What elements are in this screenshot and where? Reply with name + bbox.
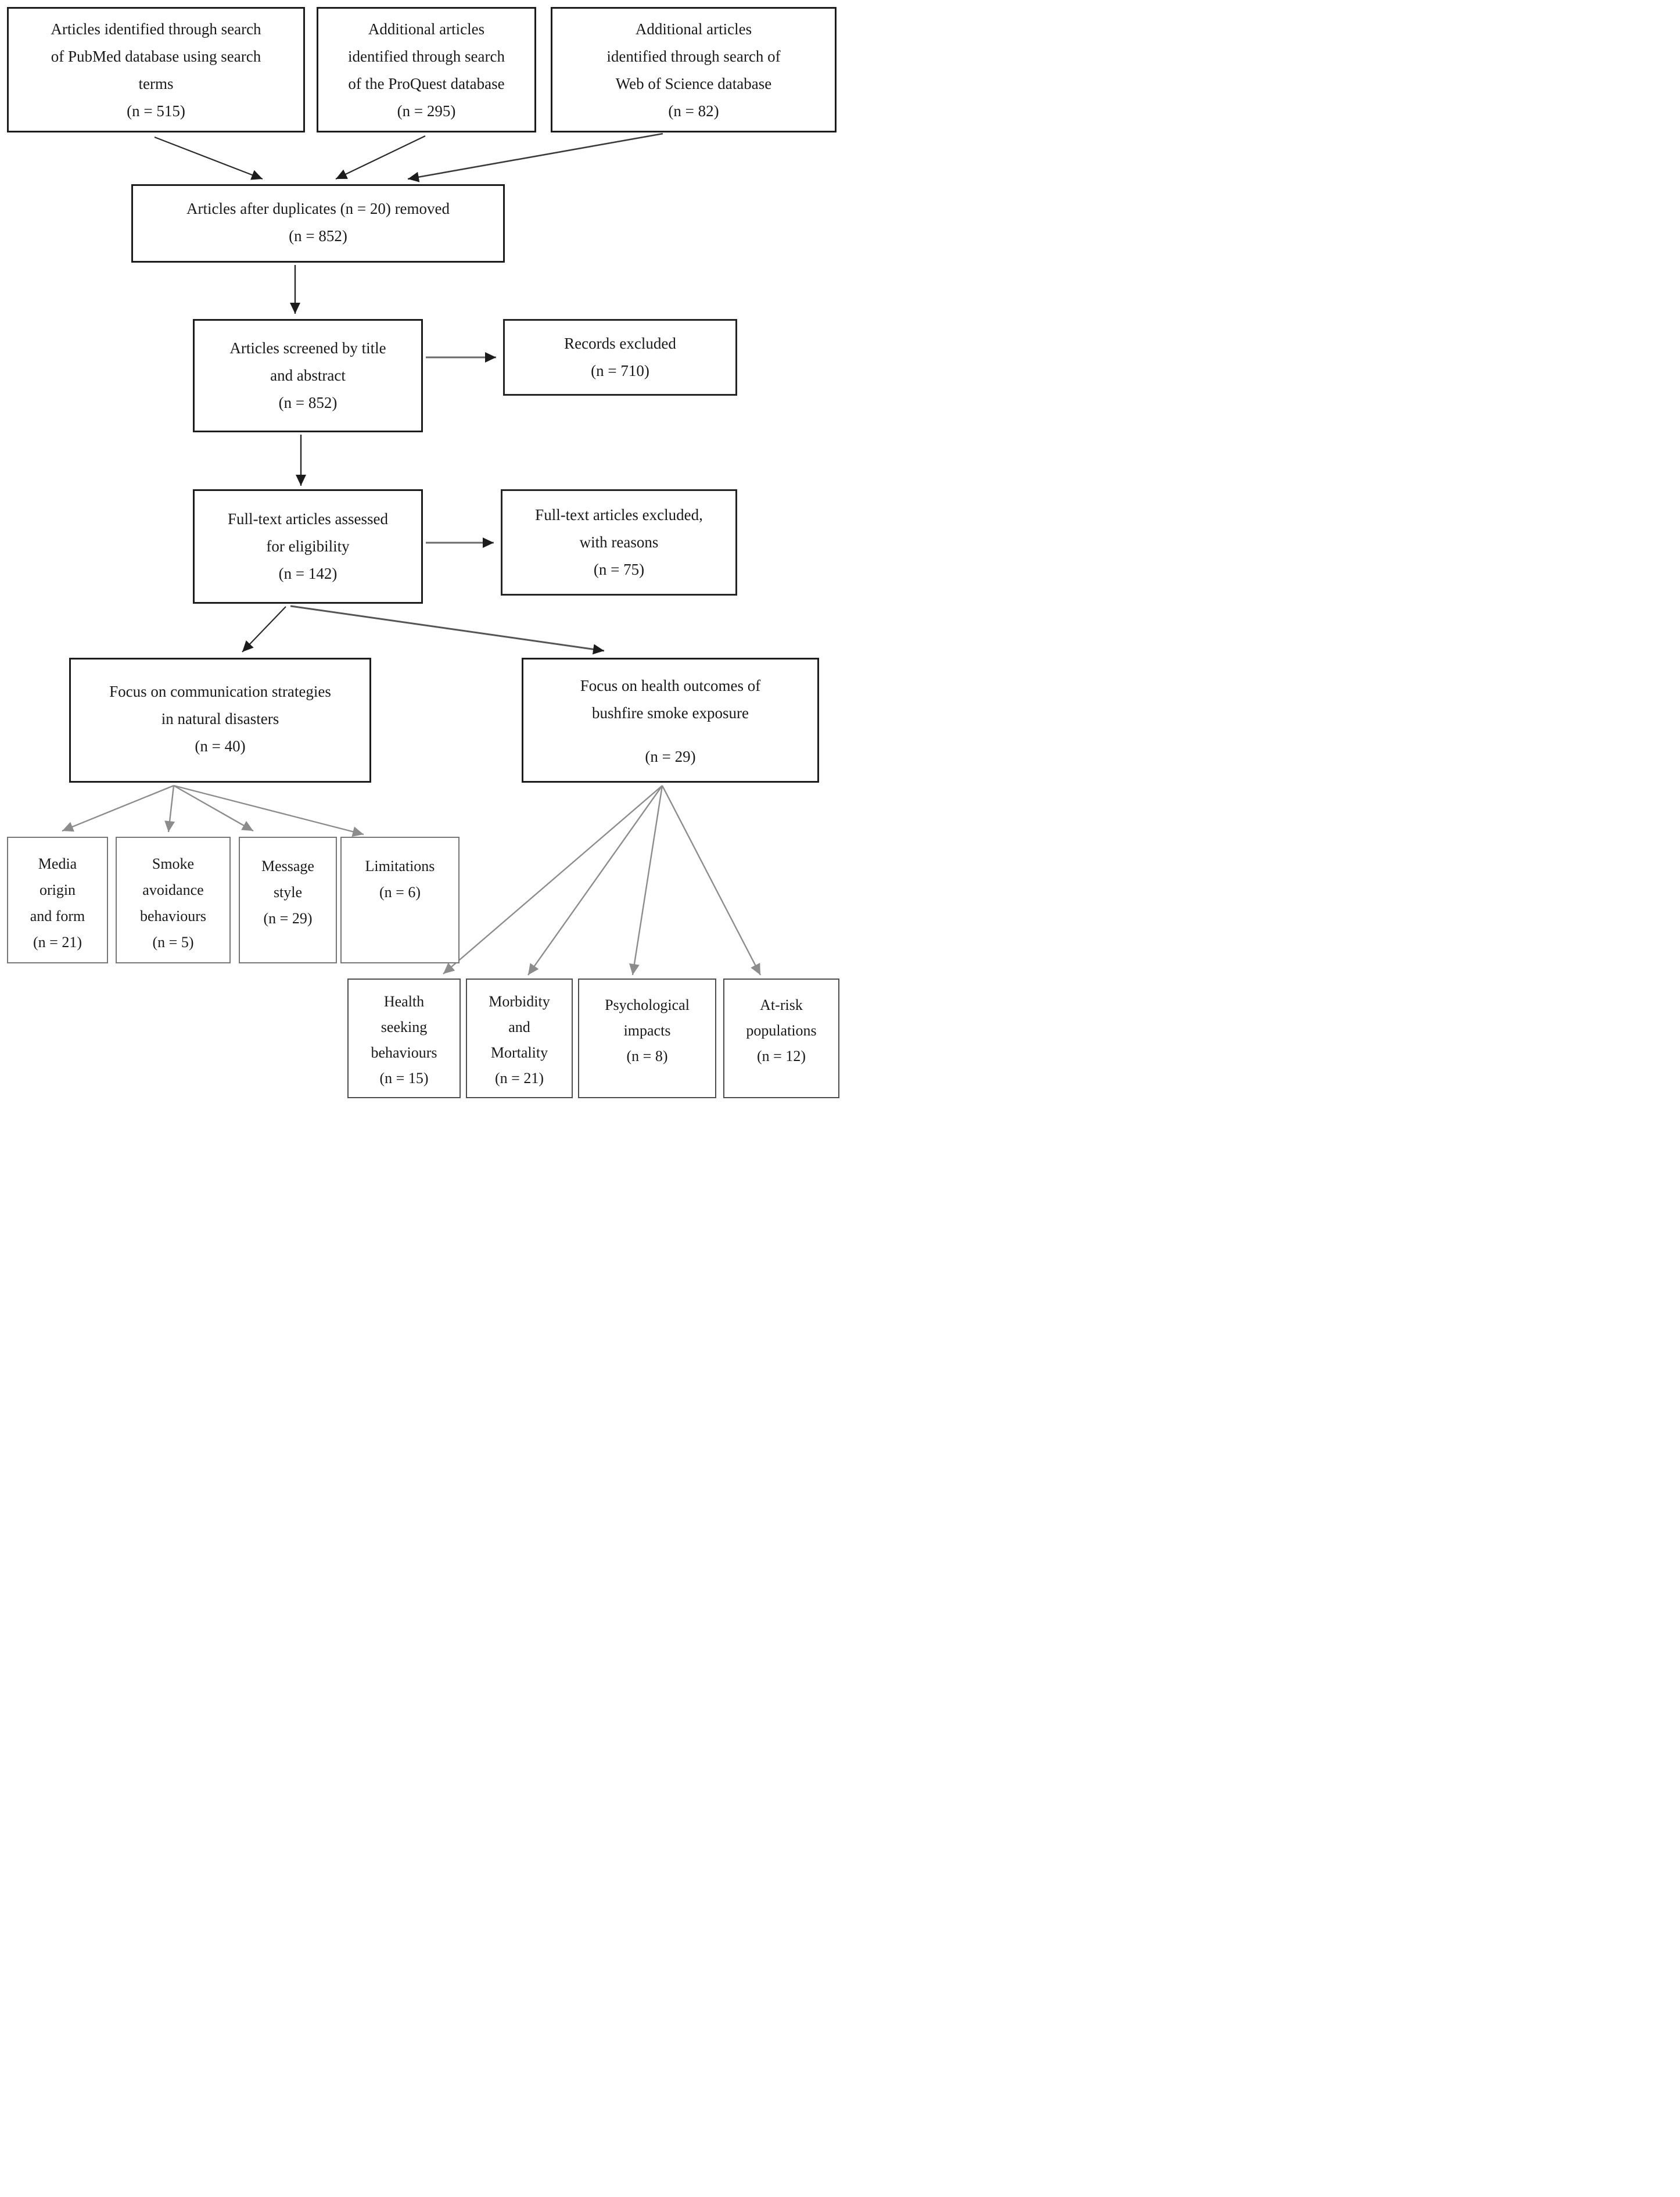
arrow-fulltext-to-health-outcomes	[290, 605, 605, 655]
node-text-line: Articles screened by title	[229, 339, 386, 357]
node-text-line: Morbidity	[489, 993, 550, 1010]
node-text-line: behaviours	[371, 1044, 437, 1061]
node-smoke-avoidance: Smoke avoidance behaviours (n = 5)	[116, 837, 231, 963]
node-text-line: and abstract	[270, 367, 346, 384]
node-text-line: Media	[38, 855, 77, 872]
node-text-line: Health	[383, 993, 425, 1010]
node-text-line: and	[508, 1019, 530, 1035]
node-text-line: Web of Science database	[615, 75, 772, 92]
node-text-line: Focus on communication strategies	[109, 683, 331, 700]
node-count-line: (n = 852)	[289, 227, 347, 245]
node-text-line: style	[273, 884, 303, 901]
node-text-line: Psychological	[605, 997, 690, 1013]
node-text-line: Limitations	[365, 858, 435, 875]
node-text-line: populations	[746, 1022, 817, 1039]
node-limitations: Limitations (n = 6)	[340, 837, 460, 963]
node-text-line: Full-text articles assessed	[228, 510, 388, 528]
node-pubmed-search: Articles identified through search of Pu…	[7, 7, 305, 132]
node-text-line: terms	[138, 75, 174, 92]
node-count-line: (n = 15)	[379, 1070, 429, 1087]
node-text-line: Articles identified through search	[51, 20, 261, 38]
node-text-line: in natural disasters	[161, 710, 279, 727]
node-screened-title-abstract: Articles screened by title and abstract …	[193, 319, 423, 432]
node-text-line: At-risk	[760, 997, 803, 1013]
node-morbidity-mortality: Morbidity and Mortality (n = 21)	[466, 979, 573, 1098]
node-text-line: seeking	[380, 1019, 428, 1035]
node-count-line: (n = 21)	[33, 934, 82, 951]
node-count-line: (n = 710)	[591, 362, 649, 379]
node-text-line: impacts	[623, 1022, 671, 1039]
node-text-line: identified through search of	[606, 48, 781, 65]
arrow-health-outcomes-to-health-seeking	[443, 785, 663, 974]
node-text-line: avoidance	[142, 881, 204, 898]
node-text-line: Additional articles	[635, 20, 752, 38]
node-count-line: (n = 142)	[278, 565, 338, 582]
node-text-line: Message	[261, 858, 314, 875]
node-psychological-impacts: Psychological impacts (n = 8)	[578, 979, 716, 1098]
node-duplicates-removed: Articles after duplicates (n = 20) remov…	[131, 184, 505, 263]
node-count-line: (n = 5)	[152, 934, 194, 951]
node-count-line: (n = 6)	[379, 884, 421, 901]
node-count-line: (n = 21)	[495, 1070, 544, 1087]
node-count-line: (n = 8)	[626, 1048, 668, 1065]
arrow-health-outcomes-to-at-risk	[661, 785, 762, 976]
node-count-line: (n = 82)	[668, 102, 719, 120]
node-text-line: behaviours	[139, 908, 207, 924]
arrow-communication-to-limitations	[173, 784, 364, 837]
node-focus-health-outcomes: Focus on health outcomes of bushfire smo…	[522, 658, 819, 783]
node-text-line: Records excluded	[564, 335, 676, 352]
node-media-origin-form: Media origin and form (n = 21)	[7, 837, 108, 963]
node-count-line: (n = 295)	[397, 102, 456, 120]
arrow-pubmed-to-duplicates	[154, 136, 263, 180]
arrow-proquest-to-duplicates	[335, 135, 426, 180]
arrow-communication-to-media	[62, 784, 174, 832]
node-count-line: (n = 29)	[263, 910, 313, 927]
node-at-risk-populations: At-risk populations (n = 12)	[723, 979, 839, 1098]
node-text-line: Full-text articles excluded,	[535, 506, 703, 524]
arrow-communication-to-smoke	[164, 785, 175, 833]
node-text-line: Focus on health outcomes of	[580, 677, 761, 694]
node-count-line: (n = 40)	[195, 737, 246, 755]
node-text-line: and form	[30, 908, 85, 924]
arrow-wos-to-duplicates	[407, 132, 663, 182]
node-fulltext-assessed: Full-text articles assessed for eligibil…	[193, 489, 423, 604]
node-text-line: identified through search	[348, 48, 505, 65]
node-fulltext-excluded: Full-text articles excluded, with reason…	[501, 489, 737, 596]
node-count-line: (n = 515)	[127, 102, 185, 120]
prisma-flow-diagram: Articles identified through search of Pu…	[0, 0, 840, 1098]
arrow-health-outcomes-to-morbidity	[527, 785, 663, 976]
node-web-of-science-search: Additional articles identified through s…	[551, 7, 837, 132]
node-text-line: of the ProQuest database	[348, 75, 505, 92]
node-text-line: bushfire smoke exposure	[592, 704, 749, 722]
node-count-line: (n = 29)	[645, 748, 696, 765]
node-count-line: (n = 12)	[757, 1048, 806, 1065]
node-proquest-search: Additional articles identified through s…	[317, 7, 536, 132]
node-text-line: Mortality	[490, 1044, 548, 1061]
arrow-communication-to-message	[173, 784, 254, 832]
arrow-health-outcomes-to-psychological	[629, 785, 663, 976]
node-text-line: Articles after duplicates (n = 20) remov…	[186, 200, 450, 217]
node-text-line: Additional articles	[368, 20, 485, 38]
node-count-line: (n = 75)	[593, 561, 645, 578]
node-focus-communication: Focus on communication strategies in nat…	[69, 658, 371, 783]
arrow-fulltext-to-communication	[242, 606, 286, 653]
node-count-line: (n = 852)	[278, 394, 338, 411]
node-health-seeking: Health seeking behaviours (n = 15)	[347, 979, 461, 1098]
node-text-line: origin	[39, 881, 76, 898]
node-text-line: of PubMed database using search	[51, 48, 261, 65]
node-text-line: Smoke	[152, 855, 195, 872]
node-message-style: Message style (n = 29)	[239, 837, 337, 963]
node-text-line: with reasons	[579, 533, 659, 551]
node-text-line: for eligibility	[266, 537, 350, 555]
node-records-excluded: Records excluded (n = 710)	[503, 319, 737, 396]
